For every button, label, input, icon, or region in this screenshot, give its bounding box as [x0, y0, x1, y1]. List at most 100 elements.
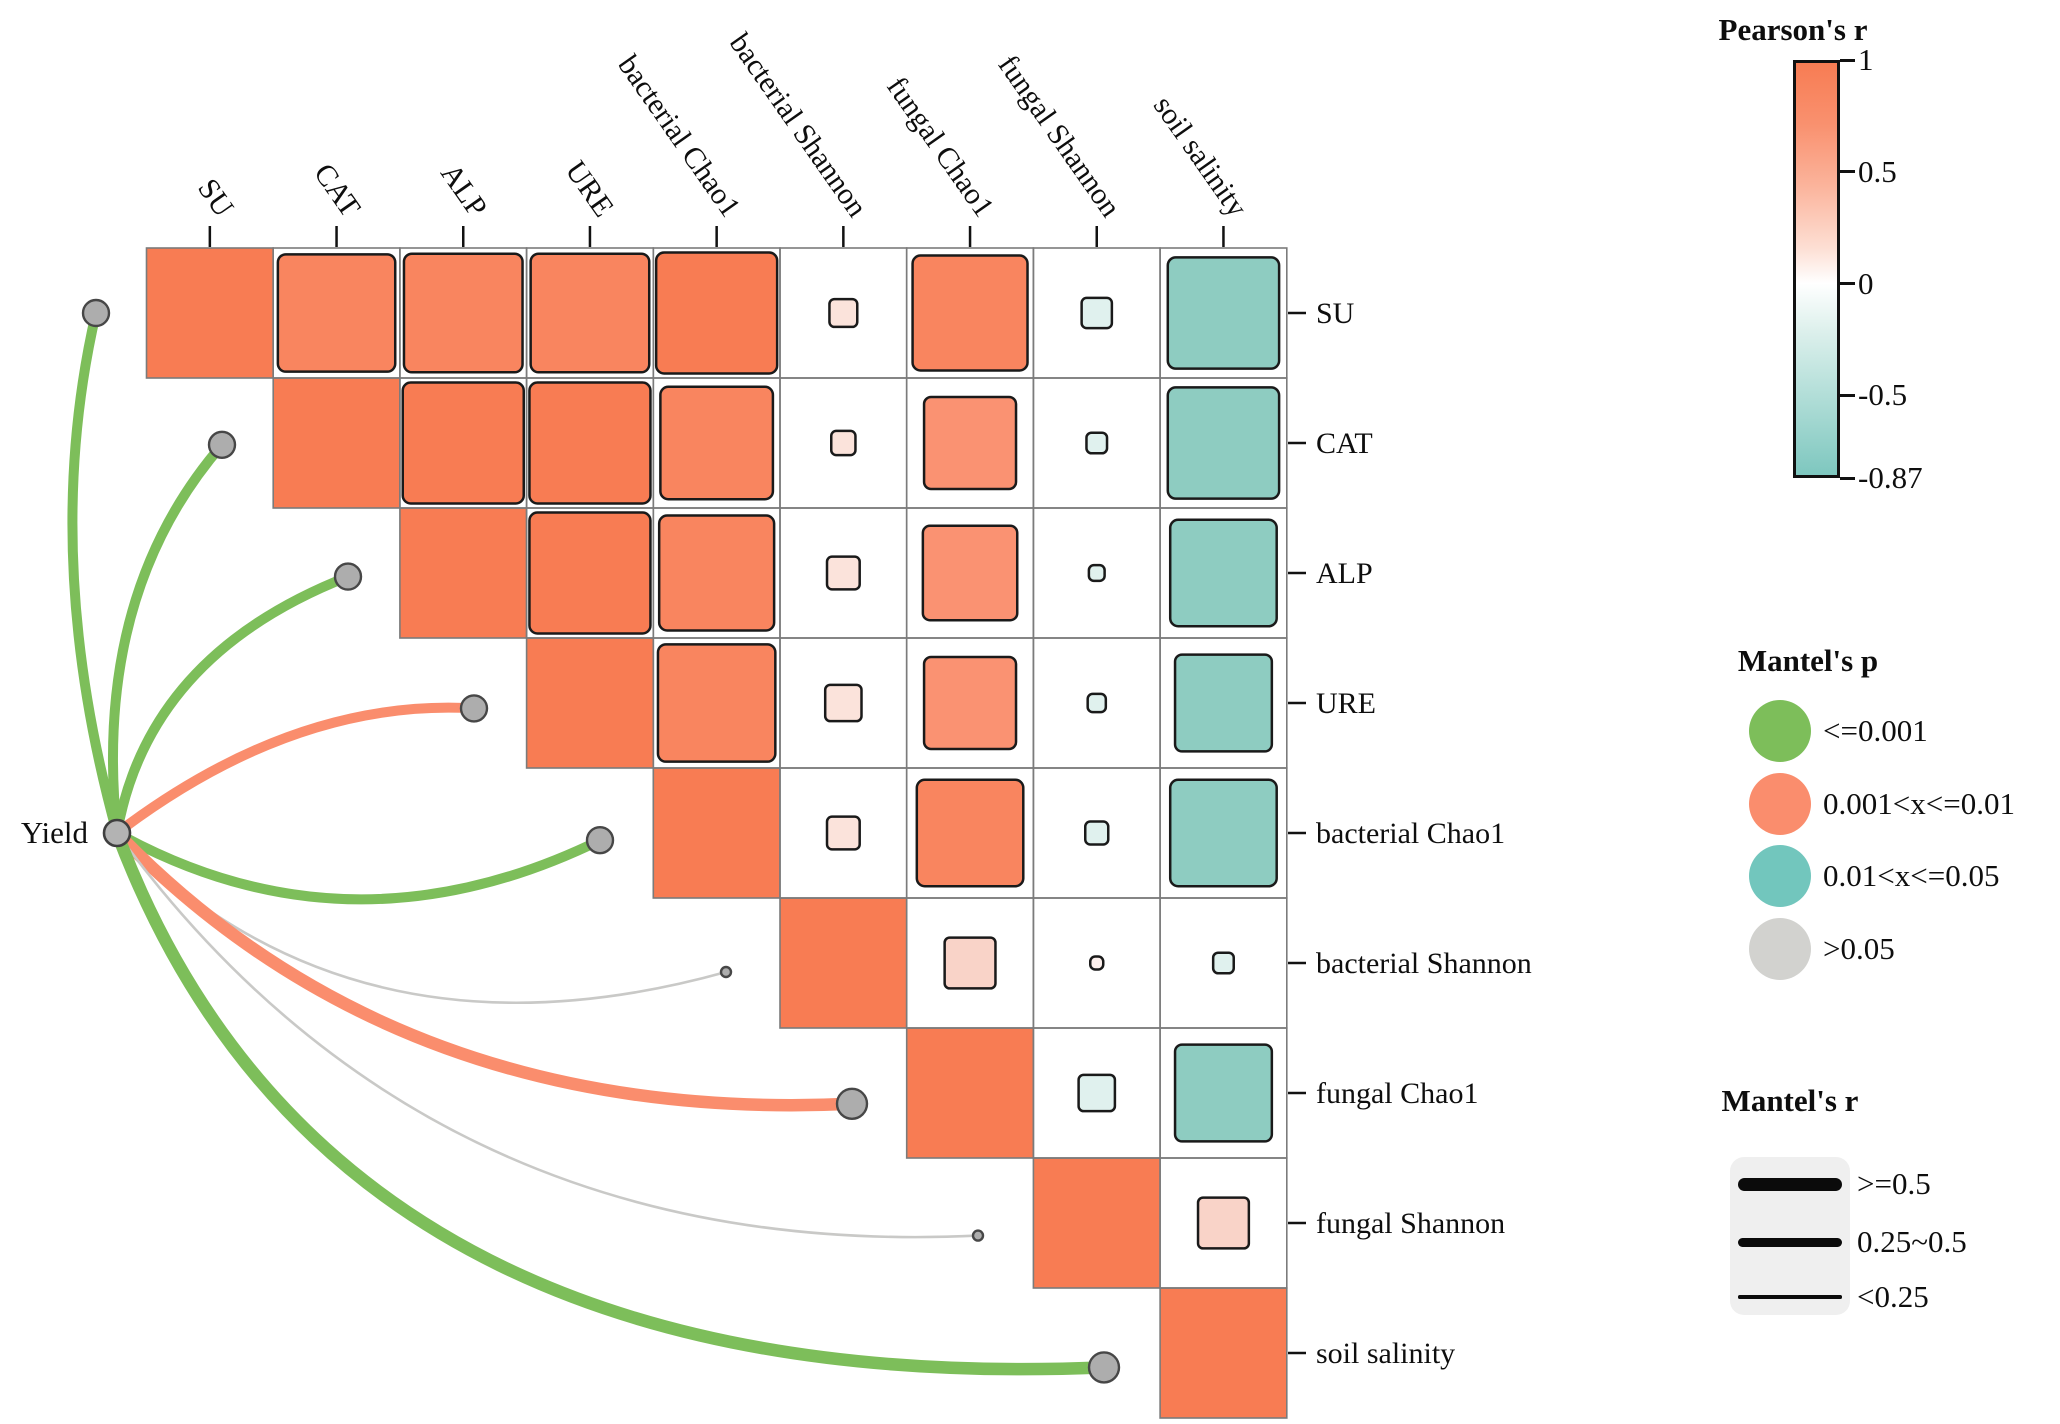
- column-label: bacterial Shannon: [723, 27, 874, 223]
- mantel-p-item-label: <=0.001: [1823, 713, 1928, 748]
- mantel-curve-bacterial-Chao1: [112, 828, 605, 905]
- mantel-p-swatch-circle: [1749, 700, 1811, 762]
- correlation-square: [1166, 386, 1281, 500]
- matrix-diagonal-cell: [1160, 1288, 1287, 1418]
- pearson-colorbar-tick: [1840, 282, 1855, 286]
- row-label: soil salinity: [1316, 1337, 1455, 1370]
- correlation-square: [1168, 518, 1278, 628]
- mantel-r-line-swatch: [1738, 1295, 1842, 1299]
- row-label: CAT: [1316, 427, 1373, 460]
- mantel-node-fungal-Chao1: [835, 1087, 869, 1121]
- mantel-node-SU: [81, 298, 111, 328]
- correlation-square: [1173, 1043, 1274, 1143]
- matrix-diagonal-cell: [399, 508, 527, 638]
- correlation-square: [528, 381, 652, 505]
- correlation-square: [828, 297, 859, 329]
- row-label: fungal Shannon: [1316, 1207, 1505, 1240]
- yield-node-label: Yield: [20, 815, 88, 850]
- pearson-colorbar-tick-label: -0.5: [1858, 377, 1908, 413]
- mantel-p-swatch-circle: [1749, 917, 1811, 980]
- mantel-curve-ALP: [112, 571, 353, 838]
- mantel-curve-SU: [67, 308, 122, 838]
- correlation-square: [1196, 1196, 1251, 1250]
- mantel-node-CAT: [207, 430, 237, 459]
- pearson-legend-title: Pearson's r: [1718, 12, 1868, 47]
- pearson-colorbar-tick-label: -0.87: [1858, 460, 1923, 495]
- mantel-curve-URE: [112, 702, 479, 838]
- correlation-square: [825, 815, 861, 851]
- matrix-diagonal-cell: [146, 248, 274, 378]
- mantel-r-item-label: >=0.5: [1857, 1166, 1931, 1201]
- mantel-p-legend-title: Mantel's p: [1737, 643, 1879, 678]
- correlation-square: [529, 252, 651, 374]
- row-label: SU: [1316, 297, 1355, 330]
- row-label: bacterial Chao1: [1316, 817, 1505, 850]
- matrix-diagonal-cell: [906, 1028, 1034, 1158]
- correlation-square: [656, 643, 777, 763]
- mantel-node-bacterial-Shannon: [719, 965, 733, 979]
- correlation-square: [1166, 256, 1281, 370]
- correlation-square: [915, 778, 1025, 888]
- correlation-square: [528, 511, 652, 635]
- column-label: fungal Chao1: [880, 71, 1000, 223]
- correlation-square: [825, 555, 861, 591]
- correlation-square: [1087, 563, 1106, 583]
- pearson-colorbar-tick: [1840, 393, 1855, 397]
- correlation-square: [922, 655, 1018, 751]
- mantel-p-item-label: 0.001<x<=0.01: [1823, 785, 2015, 821]
- yield-hub-node: [102, 818, 132, 848]
- matrix-diagonal-cell: [273, 378, 400, 508]
- mantel-node-fungal-Shannon: [971, 1229, 985, 1242]
- matrix-diagonal-cell: [653, 768, 780, 898]
- matrix-diagonal-cell: [780, 898, 907, 1028]
- mantel-r-line-swatch: [1738, 1237, 1842, 1247]
- mantel-r-item-label: <0.25: [1857, 1279, 1929, 1314]
- mantel-p-swatch-circle: [1749, 845, 1811, 907]
- correlation-square: [922, 395, 1018, 491]
- pearson-colorbar-tick: [1840, 58, 1855, 62]
- pearson-colorbar-tick-label: 0.5: [1858, 153, 1897, 189]
- correlation-square: [1080, 296, 1114, 330]
- mantel-node-soil-salinity: [1087, 1351, 1121, 1384]
- mantel-node-bacterial-Chao1: [585, 826, 615, 855]
- matrix-cell-border: [1159, 1287, 1288, 1419]
- pearson-colorbar-tick-label: 0: [1858, 265, 1874, 301]
- correlation-square: [1077, 1073, 1117, 1113]
- correlation-square: [911, 254, 1029, 372]
- correlation-square: [1086, 692, 1108, 714]
- row-label: URE: [1316, 687, 1376, 720]
- column-label: bacterial Chao1: [611, 49, 746, 223]
- mantel-node-ALP: [333, 562, 363, 591]
- correlation-square: [1084, 820, 1110, 846]
- column-label: URE: [559, 155, 620, 223]
- pearson-colorbar-tick: [1840, 476, 1855, 480]
- correlation-square: [276, 253, 397, 373]
- mantel-r-line-swatch: [1738, 1177, 1842, 1191]
- mantel-curve-soil-salinity: [110, 826, 1111, 1376]
- pearson-colorbar-tick: [1840, 170, 1855, 174]
- column-label: SU: [191, 173, 240, 224]
- correlation-square: [1168, 778, 1278, 888]
- pearson-colorbar: [1793, 60, 1840, 478]
- mantel-p-item-label: 0.01<x<=0.05: [1823, 858, 2000, 893]
- mantel-curve-fungal-Chao1: [110, 826, 859, 1112]
- correlation-square: [659, 385, 775, 501]
- row-label: bacterial Shannon: [1316, 947, 1532, 980]
- matrix-diagonal-cell: [1033, 1158, 1161, 1288]
- correlation-square: [1173, 653, 1274, 753]
- mantel-r-legend-title: Mantel's r: [1721, 1083, 1859, 1118]
- row-label: fungal Chao1: [1316, 1077, 1478, 1110]
- column-label: fungal Shannon: [992, 49, 1128, 223]
- column-label: CAT: [307, 158, 367, 223]
- matrix-diagonal-cell: [526, 638, 654, 768]
- mantel-p-item-label: >0.05: [1823, 930, 1895, 966]
- correlation-square: [830, 429, 857, 457]
- row-label: ALP: [1316, 557, 1373, 590]
- mantel-r-item-label: 0.25~0.5: [1857, 1224, 1967, 1259]
- correlation-square: [1089, 955, 1105, 971]
- mantel-p-swatch-circle: [1749, 772, 1811, 835]
- column-label: ALP: [434, 158, 494, 223]
- mantel-curve-fungal-Shannon: [115, 831, 980, 1239]
